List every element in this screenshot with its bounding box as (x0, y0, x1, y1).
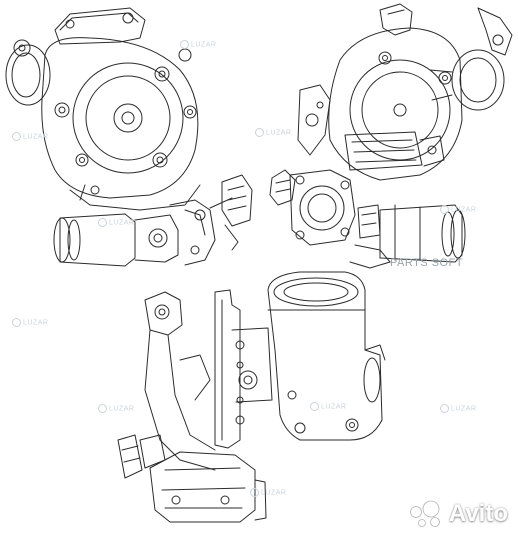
brand-ring-icon (310, 402, 319, 411)
brand-ring-icon (98, 218, 107, 227)
brand-watermark: LUZAR (12, 132, 48, 141)
avito-wordmark: Avito (448, 500, 508, 527)
brand-ring-icon (12, 132, 21, 141)
brand-watermark: LUZAR (310, 402, 346, 411)
brand-watermark: LUZAR (98, 404, 134, 413)
brand-watermark: LUZAR (180, 40, 216, 49)
avito-watermark: Avito (407, 500, 508, 528)
avito-dots-icon (409, 500, 440, 527)
turbo-view-front (5, 7, 253, 267)
parts-soft-watermark: PARTS SOFT (390, 257, 464, 269)
brand-ring-icon (250, 488, 259, 497)
brand-ring-icon (180, 40, 189, 49)
brand-watermark: LUZAR (255, 128, 291, 137)
brand-ring-icon (440, 205, 449, 214)
brand-watermark: LUZAR (440, 404, 476, 413)
brand-watermark: LUZAR (440, 205, 476, 214)
turbo-view-side (117, 271, 386, 523)
brand-watermark: LUZAR (12, 318, 48, 327)
brand-ring-icon (98, 404, 107, 413)
brand-ring-icon (440, 404, 449, 413)
turbo-view-rear (269, 3, 513, 269)
brand-ring-icon (255, 128, 264, 137)
brand-ring-icon (12, 318, 21, 327)
brand-watermark: LUZAR (250, 488, 286, 497)
brand-watermark: LUZAR (98, 218, 134, 227)
